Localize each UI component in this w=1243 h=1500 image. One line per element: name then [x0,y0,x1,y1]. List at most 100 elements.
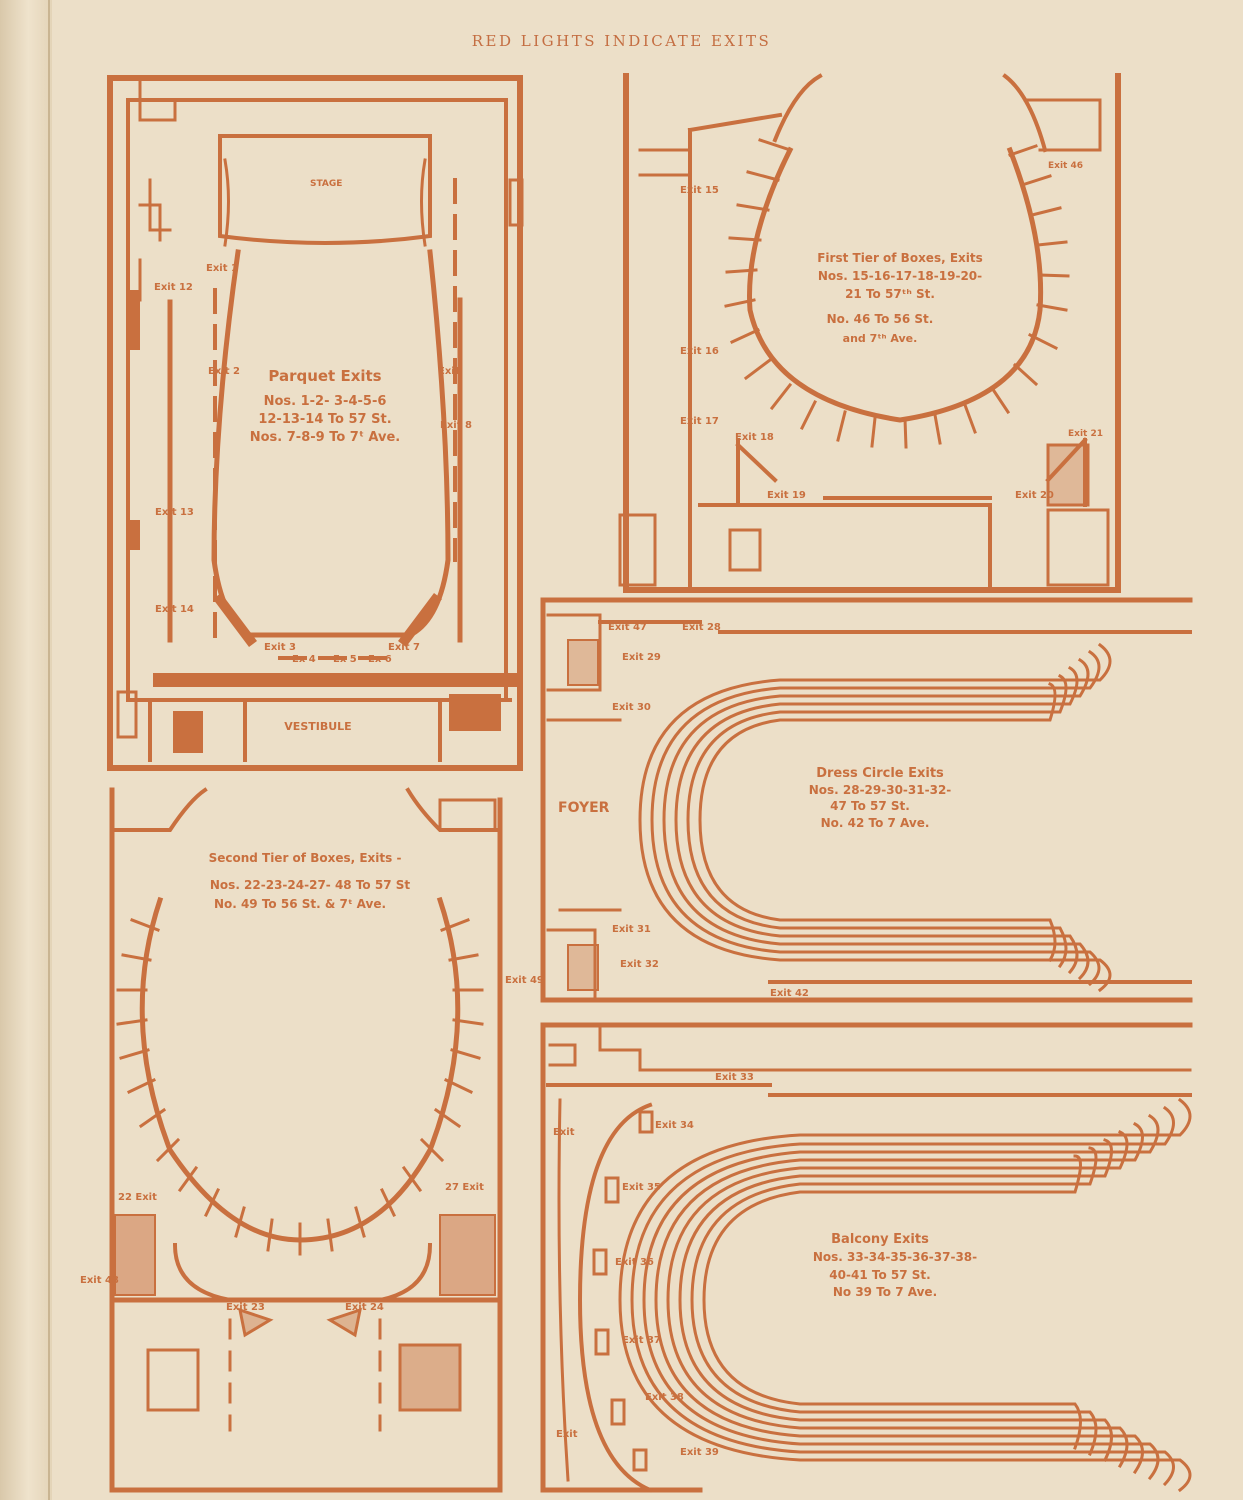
exit-label-23: Exit 23 [226,1302,265,1313]
balcony-title: Balcony Exits [831,1232,929,1247]
parquet-corner-stairs [213,593,442,647]
first-tier-stairwell-left [618,513,657,587]
first-tier-line-1: Nos. 15-16-17-18-19-20- [818,269,982,283]
parquet-plan [107,75,524,771]
second-tier-plan [109,787,503,1493]
parquet-line-2: 12-13-14 To 57 St. [258,412,391,427]
second-tier-line-1: Nos. 22-23-24-27- 48 To 57 St [210,878,410,892]
second-tier-line-2: No. 49 To 56 St. & 7ᵗ Ave. [214,897,386,911]
second-tier-box-front [139,896,461,1243]
foyer-label: FOYER [558,800,610,816]
first-tier-plan [618,73,1121,593]
second-tier-box-partitions [116,918,484,1256]
dress-circle-stair-upper [567,639,599,686]
second-tier-lower-room-left [146,1348,200,1412]
exit-label-46: Exit 46 [1048,161,1083,171]
exit-label-35: Exit 35 [622,1182,661,1193]
first-tier-title: First Tier of Boxes, Exits [817,251,983,265]
balcony-plan [540,1022,1193,1493]
first-tier-corridor-wall [687,112,783,592]
exit-label-20: Exit 20 [1015,490,1054,501]
dress-circle-seating-arcs [638,642,1112,993]
dress-circle-plan [540,597,1193,1003]
exit-label-29: Exit 29 [622,652,661,663]
second-tier-stair-left [114,1214,156,1296]
balcony-outer-curve [557,1098,570,1482]
first-tier-stairwell-right-lower [1046,508,1110,587]
second-tier-exit-stairs [238,1307,362,1338]
exit-label-30: Exit 30 [612,702,651,713]
parquet-line-3: Nos. 7-8-9 To 7ᵗ Ave. [250,430,401,445]
exit-label-38: Exit 38 [645,1392,684,1403]
parquet-title: Parquet Exits [268,367,381,385]
vestibule-walls [148,698,512,762]
page-header: RED LIGHTS INDICATE EXITS [471,32,772,50]
exit-label-5: Ex 5 [333,654,357,665]
parquet-outer-wall [107,75,523,771]
plan-labels: STAGE VESTIBULE Parquet Exits Nos. 1-2- … [80,161,1103,1458]
first-tier-small-stair [728,528,762,572]
parquet-auditorium-outline [211,249,451,638]
exit-label-24: Exit 24 [345,1302,384,1313]
exit-label-47: Exit 47 [608,622,647,633]
vestibule-stair [173,711,203,753]
exit-label-6: Ex 6 [368,654,392,665]
exit-label-9: Exit [438,366,460,377]
stage-label: STAGE [310,179,342,189]
exit-label-36: Exit 36 [615,1257,654,1268]
exit-label-32: Exit 32 [620,959,659,970]
parquet-line-1: Nos. 1-2- 3-4-5-6 [264,394,387,409]
first-tier-box-front [747,146,1044,423]
balcony-line-1: Nos. 33-34-35-36-37-38- [813,1250,977,1264]
dress-circle-line-3: No. 42 To 7 Ave. [821,816,930,830]
exit-label-15: Exit 15 [680,185,719,196]
exit-label-12: Exit 12 [154,282,193,293]
dress-circle-line-2: 47 To 57 St. [830,799,910,813]
second-tier-curved-passage [172,1242,433,1303]
balcony-rear-wall [598,1023,1192,1072]
first-tier-line-3: No. 46 To 56 St. [827,312,934,326]
parquet-stair-13 [130,520,140,550]
first-tier-stairwell-right [1046,443,1090,507]
first-tier-line-4: and 7ᵗʰ Ave. [843,332,918,345]
exit-label-13: Exit 13 [155,507,194,518]
second-tier-corner-room [438,798,497,832]
exit-label-22: 22 Exit [118,1192,157,1203]
balcony-vomitories [592,1110,654,1472]
first-tier-stair-left [638,148,692,177]
binding-spine [0,0,52,1500]
dress-circle-stair-lower [567,944,599,991]
exit-label-27: 27 Exit [445,1182,484,1193]
exit-label-3: Exit 3 [264,642,296,653]
second-tier-stair-right [439,1214,496,1296]
first-tier-box-partitions [724,138,1070,449]
balcony-line-3: No 39 To 7 Ave. [833,1285,937,1299]
exit-label-balcony-left: Exit [553,1127,575,1138]
exit-label-16: Exit 16 [680,346,719,357]
exit-label-17: Exit 17 [680,416,719,427]
exit-label-39: Exit 39 [680,1447,719,1458]
exit-label-34: Exit 34 [655,1120,694,1131]
exit-label-7: Exit 7 [388,642,420,653]
binding-fold [48,0,50,1500]
parquet-side-room [116,690,138,739]
exit-label-14: Exit 14 [155,604,194,615]
first-tier-rear-stairs [735,437,1088,507]
dress-circle-outer [540,597,1193,1003]
dress-circle-side-rooms [546,613,622,1002]
first-tier-line-2: 21 To 57ᵗʰ St. [845,287,935,301]
proscenium-curve [223,158,427,247]
first-tier-proscenium [772,73,1048,153]
exit-label-33: Exit 33 [715,1072,754,1083]
dress-circle-title: Dress Circle Exits [816,766,944,781]
exit-label-1: Exit 1 [206,263,238,274]
second-tier-title: Second Tier of Boxes, Exits - [209,851,402,865]
second-tier-lower-room-right [398,1343,462,1412]
exit-label-18: Exit 18 [735,432,774,443]
exit-label-2: Exit 2 [208,366,240,377]
exit-label-42: Exit 42 [770,988,809,999]
dress-circle-line-1: Nos. 28-29-30-31-32- [809,783,952,797]
exit-label-4: Ex 4 [292,654,316,665]
parquet-stair-12 [130,290,140,350]
balcony-cross-aisle [546,1083,1192,1097]
